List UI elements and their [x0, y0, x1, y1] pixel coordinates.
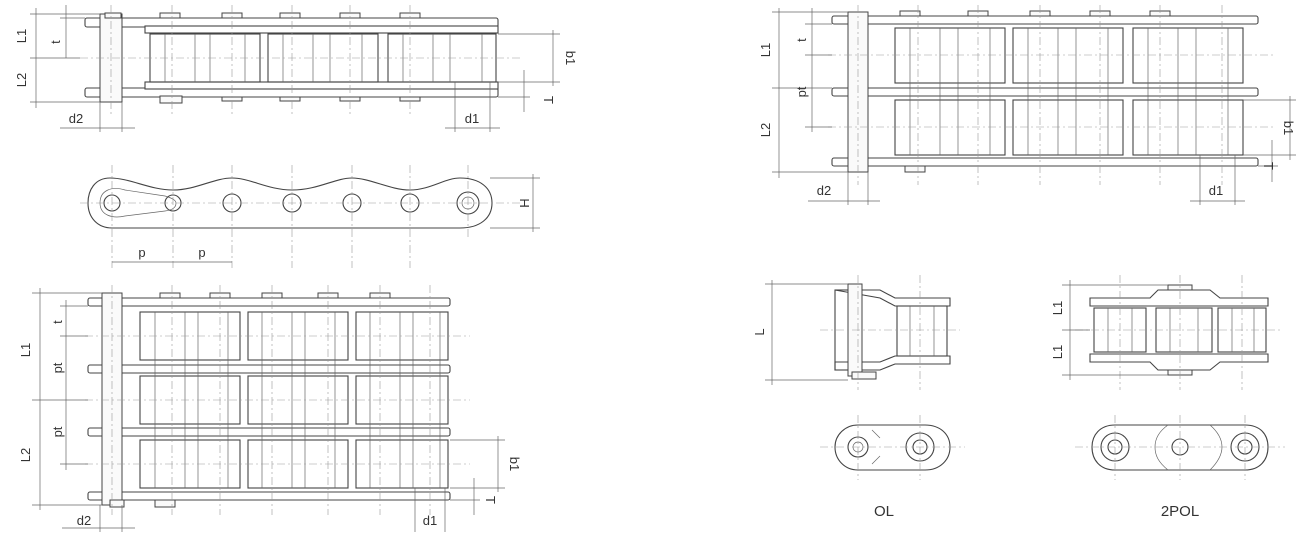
label-b1-duplex: b1 [1281, 121, 1296, 135]
label-L1-2pol-bottom: L1 [1050, 345, 1065, 359]
label-L1-simplex: L1 [14, 29, 29, 43]
label-T-triplex: T [483, 496, 498, 504]
label-L-ol: L [752, 328, 767, 335]
label-t-triplex: t [50, 320, 65, 324]
label-L2-simplex: L2 [14, 73, 29, 87]
label-T-simplex: T [541, 96, 556, 104]
triplex-chain-top-view [32, 285, 505, 532]
label-H: H [517, 198, 532, 207]
label-p-second: p [198, 245, 205, 260]
simplex-chain-top-view [30, 5, 560, 132]
label-T-duplex: T [1261, 162, 1276, 170]
label-d2-duplex: d2 [817, 183, 831, 198]
label-L2-triplex: L2 [18, 448, 33, 462]
label-pt-triplex-1: pt [50, 362, 65, 373]
label-d2-triplex: d2 [77, 513, 91, 528]
label-d1-triplex: d1 [423, 513, 437, 528]
caption-offset-link: OL [874, 503, 894, 520]
label-b1-simplex: b1 [563, 51, 578, 65]
label-t-duplex: t [794, 38, 809, 42]
label-t-simplex: t [48, 40, 63, 44]
double-offset-link-2pol [1062, 275, 1285, 480]
duplex-chain-top-view [772, 5, 1296, 205]
label-L1-duplex: L1 [758, 43, 773, 57]
label-pt-triplex-2: pt [50, 426, 65, 437]
label-p-first: p [138, 245, 145, 260]
label-L1-triplex: L1 [18, 343, 33, 357]
offset-link-ol [765, 275, 965, 480]
label-d1-duplex: d1 [1209, 183, 1223, 198]
label-d1-simplex: d1 [465, 111, 479, 126]
label-L1-2pol-top: L1 [1050, 301, 1065, 315]
label-pt-duplex: pt [794, 86, 809, 97]
chain-side-view [80, 165, 540, 268]
label-b1-triplex: b1 [507, 457, 522, 471]
label-L2-duplex: L2 [758, 123, 773, 137]
label-d2-simplex: d2 [69, 111, 83, 126]
caption-double-offset-link: 2POL [1161, 503, 1199, 520]
